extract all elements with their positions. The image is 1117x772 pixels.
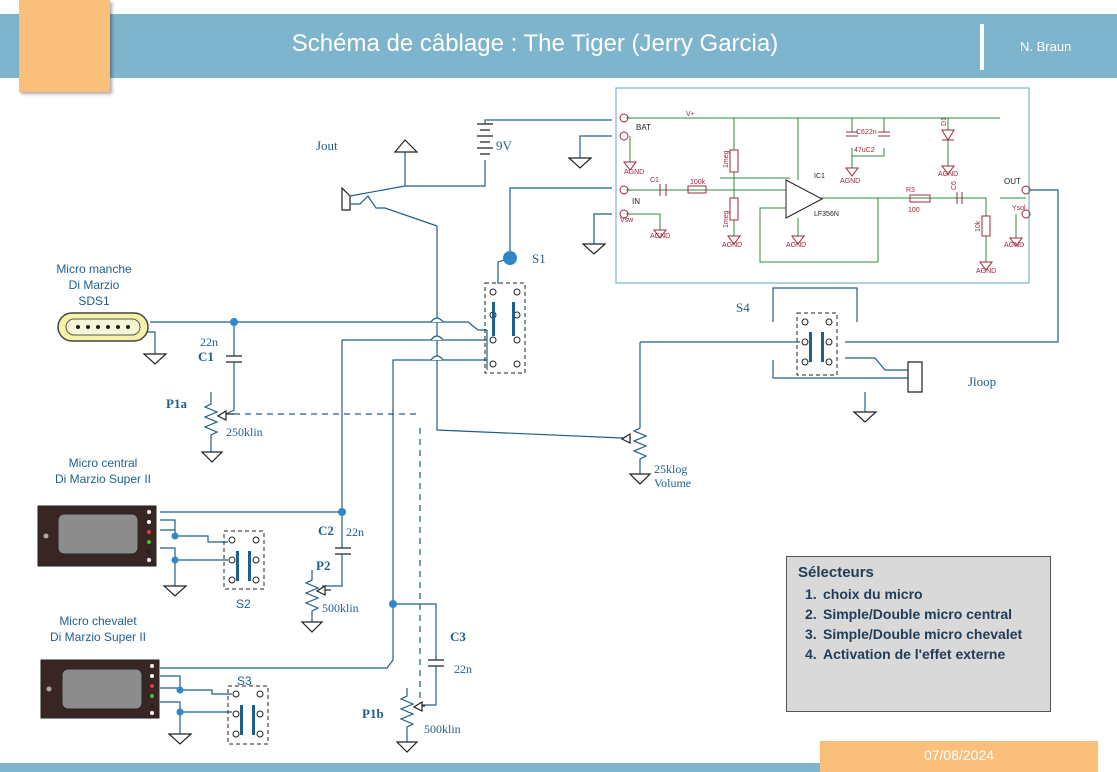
footer-bar: [0, 763, 820, 772]
bridge-pickup-name: Micro chevalet: [59, 614, 137, 628]
s3-label: S3: [237, 674, 252, 688]
circuit-label-agnd-1: AGND: [624, 169, 644, 176]
middle-pickup-name: Micro central: [69, 456, 138, 470]
neck-pickup-name: Micro manche: [56, 262, 132, 276]
circuit-label-agnd-7: AGND: [976, 268, 996, 275]
volume-label: Volume: [654, 476, 691, 490]
switch-s3[interactable]: [227, 685, 269, 745]
author-name: N. Braun: [1020, 39, 1072, 54]
circuit-label-r1-value: 100k: [690, 179, 706, 186]
circuit-label-agnd-5: AGND: [840, 178, 860, 185]
circuit-label-bat: BAT: [636, 123, 651, 132]
circuit-label-out: OUT: [1004, 177, 1021, 186]
accent-square: [19, 0, 110, 92]
wire-nodes: [171, 251, 517, 716]
legend-item-number: 3.: [805, 626, 817, 642]
circuit-label-agnd-6: AGND: [938, 171, 958, 178]
circuit-label-d1: D1: [941, 117, 948, 126]
s2-label: S2: [236, 597, 251, 611]
circuit-label-vsw: Vsw: [620, 217, 634, 224]
neck-pickup-brand: Di Marzio: [69, 278, 120, 292]
circuit-label-ic1: IC1: [814, 173, 825, 180]
switch-s2[interactable]: [223, 530, 265, 590]
circuit-label-r3-value: 100: [908, 207, 920, 214]
switch-s1[interactable]: [484, 282, 526, 374]
p2-value: 500klin: [322, 601, 359, 615]
p1b-value: 500klin: [424, 722, 461, 736]
switch-s4[interactable]: [796, 312, 838, 376]
legend-item-number: 2.: [805, 606, 817, 622]
effect-circuit-board: BAT AGND IN Vsw OUT Ysol V+ AGND AGND AG…: [615, 87, 1031, 284]
c2-value: 22n: [346, 525, 364, 539]
c2-label: C2: [318, 523, 334, 538]
circuit-label-agnd-3: AGND: [722, 242, 742, 249]
footer-date: 07/08/2024: [923, 747, 995, 763]
volume-value: 25klog: [654, 462, 687, 476]
legend-item: 2. Simple/Double micro central: [805, 604, 1045, 624]
circuit-label-r4-value: 1meg: [723, 150, 730, 168]
circuit-label-ic-part: LF356N: [814, 211, 839, 218]
circuit-label-r3: R3: [906, 187, 915, 194]
circuit-label-vplus: V+: [686, 111, 695, 118]
header-divider: [980, 24, 984, 70]
footer-date-box: [820, 741, 1098, 772]
circuit-label-c2-value: 47uC2: [854, 147, 875, 154]
bridge-pickup: [40, 659, 160, 719]
s4-label: S4: [736, 300, 750, 315]
page-title: Schéma de câblage : The Tiger (Jerry Gar…: [291, 30, 779, 57]
header-bar: [0, 14, 1117, 78]
middle-pickup: [37, 505, 157, 567]
legend-item-number: 1.: [805, 586, 817, 602]
legend-item: 4. Activation de l'effet externe: [805, 644, 1045, 664]
s1-label: S1: [532, 251, 546, 266]
circuit-label-r5-value: 10k: [975, 220, 982, 232]
main-wires: [142, 119, 1059, 753]
circuit-label-in: IN: [632, 197, 640, 206]
legend-item-text: Simple/Double micro central: [823, 606, 1013, 622]
p1a-value: 250klin: [226, 425, 263, 439]
circuit-label-agnd-4: AGND: [786, 242, 806, 249]
p2-label: P2: [316, 558, 330, 573]
wire-crossings: [430, 317, 444, 361]
jloop-label: Jloop: [968, 374, 996, 389]
circuit-label-c3-value: C622n: [856, 129, 877, 136]
legend-item: 3. Simple/Double micro chevalet: [805, 624, 1045, 644]
neck-pickup: [57, 312, 149, 342]
legend-title: Sélecteurs: [798, 564, 874, 581]
jout-label: Jout: [316, 138, 338, 153]
circuit-label-ysol: Ysol: [1012, 205, 1026, 212]
c1-label: C1: [198, 349, 214, 364]
p1b-label: P1b: [362, 706, 384, 721]
p1a-label: P1a: [166, 396, 187, 411]
circuit-label-c1: C1: [650, 177, 659, 184]
legend-item-text: Simple/Double micro chevalet: [823, 626, 1023, 642]
legend-item-text: choix du micro: [823, 586, 923, 602]
c3-label: C3: [450, 629, 466, 644]
c1-value: 22n: [200, 335, 218, 349]
legend-item-number: 4.: [805, 646, 817, 662]
legend-item-text: Activation de l'effet externe: [823, 646, 1006, 662]
circuit-label-agnd-8: AGND: [1004, 242, 1024, 249]
selectors-legend: Sélecteurs 1. choix du micro 2. Simple/Dou…: [786, 556, 1051, 712]
middle-pickup-model: Di Marzio Super II: [55, 472, 151, 486]
legend-item: 1. choix du micro: [805, 584, 1045, 604]
c3-value: 22n: [454, 662, 472, 676]
circuit-label-agnd-2: AGND: [650, 233, 670, 240]
legend-list: 1. choix du micro 2. Simple/Double micro c…: [805, 584, 1045, 664]
battery-label: 9V: [496, 138, 513, 153]
bridge-pickup-model: Di Marzio Super II: [50, 630, 146, 644]
circuit-label-c6: C6: [951, 181, 958, 190]
circuit-label-r2-value: 1meg: [723, 210, 730, 228]
neck-pickup-model: SDS1: [78, 294, 110, 308]
